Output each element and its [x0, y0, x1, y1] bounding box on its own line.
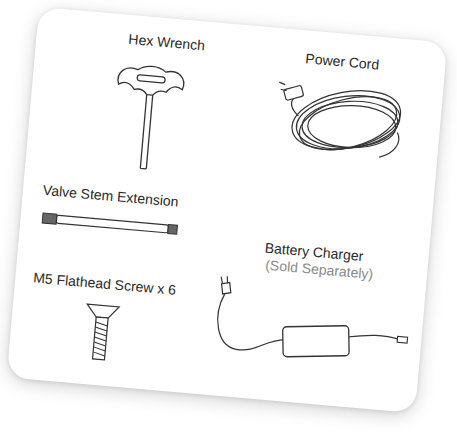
parts-card: Hex WrenchPower CordValve Stem Extension… [7, 7, 448, 413]
part-name: M5 Flathead Screw x 6 [33, 269, 177, 298]
flathead-screw-drawing [80, 300, 121, 365]
valve-stem-drawing [40, 208, 181, 240]
battery-charger-drawing [204, 275, 417, 392]
part-name: Hex Wrench [128, 31, 206, 54]
power-cord-drawing [275, 74, 412, 170]
part-name: Valve Stem Extension [42, 182, 179, 210]
hex-wrench-drawing [103, 57, 193, 179]
part-name: Power Cord [305, 50, 380, 72]
